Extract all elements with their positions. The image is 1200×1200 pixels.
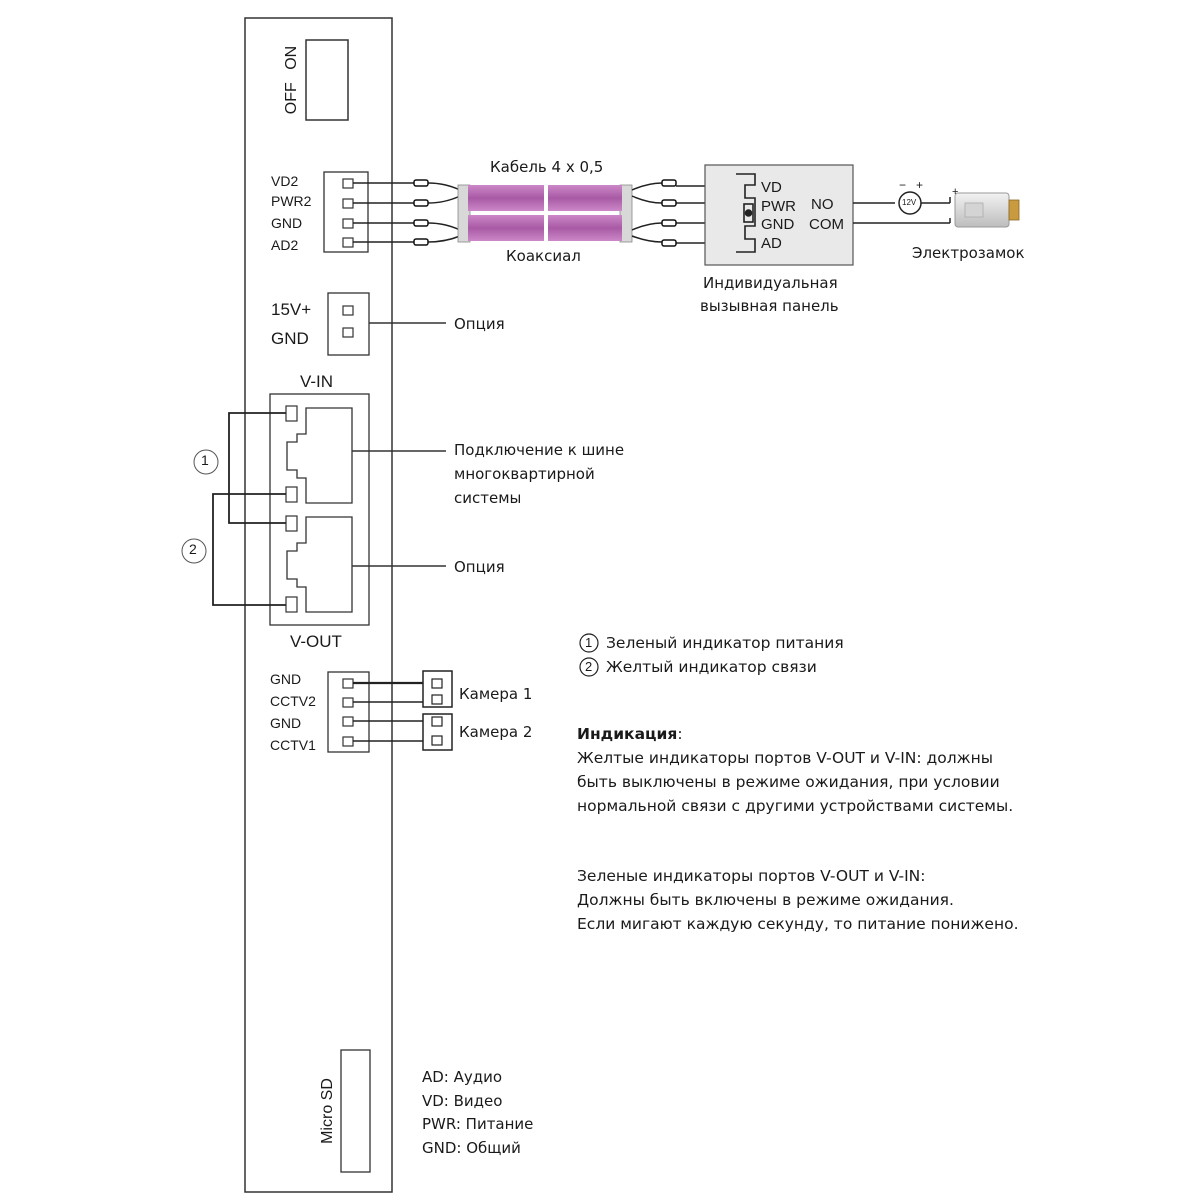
lock-circuit bbox=[853, 191, 951, 224]
bus-desc-1: Подключение к шине bbox=[454, 441, 625, 459]
cctv-label-cctv1: CCTV1 bbox=[270, 737, 316, 753]
power-option-label: Опция bbox=[454, 315, 505, 333]
callout-1-number: 1 bbox=[201, 452, 209, 468]
vin-label: V-IN bbox=[300, 372, 334, 391]
abbr-vd: VD: Видео bbox=[422, 1091, 503, 1110]
call-panel bbox=[704, 164, 854, 266]
lock-plus-label: + bbox=[916, 178, 924, 192]
cctv-label-gnd-1: GND bbox=[270, 671, 302, 687]
bus-option-label: Опция bbox=[454, 558, 505, 576]
abbr-pwr: PWR: Питание bbox=[422, 1115, 534, 1133]
power-switch[interactable] bbox=[305, 39, 349, 121]
switch-off-label: OFF bbox=[283, 82, 300, 115]
indication-block: Индикация: Желтые индикаторы портов V-OU… bbox=[577, 722, 1013, 818]
rj45-ports bbox=[269, 393, 446, 626]
camera-2-label: Камера 2 bbox=[459, 723, 533, 741]
top-port-label-vd2: VD2 bbox=[271, 173, 299, 189]
indication-green-2: Должны быть включены в режиме ожидания. bbox=[577, 891, 954, 909]
abbr-ad: AD: Аудио bbox=[422, 1068, 503, 1086]
panel-caption-2: вызывная панель bbox=[700, 297, 839, 315]
connector-top bbox=[323, 171, 369, 253]
call-panel-terminal-block bbox=[736, 173, 756, 253]
cctv-connector bbox=[327, 671, 370, 753]
panel-pin-pwr: PWR bbox=[761, 198, 796, 215]
power-connector bbox=[327, 292, 446, 356]
abbr-gnd: GND: Общий bbox=[422, 1138, 521, 1157]
power-label-15v: 15V+ bbox=[271, 300, 312, 319]
panel-relay-com: COM bbox=[809, 216, 844, 233]
legend-1-circle bbox=[579, 633, 599, 653]
abbreviations: AD: Аудио VD: Видео PWR: Питание GND: Об… bbox=[422, 1066, 533, 1160]
camera-plugs bbox=[422, 670, 453, 751]
lock-voltage-label: 12V bbox=[902, 198, 917, 207]
indication-green-1: Зеленые индикаторы портов V-OUT и V-IN: bbox=[577, 867, 926, 885]
camera-1-label: Камера 1 bbox=[459, 685, 533, 703]
indication-title-line: Индикация: bbox=[577, 722, 1013, 746]
micro-sd-label: Micro SD bbox=[319, 1078, 336, 1144]
cctv-label-gnd-2: GND bbox=[270, 715, 302, 731]
panel-pin-gnd: GND bbox=[761, 216, 795, 233]
legend-1-number: 1 bbox=[585, 635, 593, 650]
legend-2-number: 2 bbox=[585, 659, 593, 674]
cable-bundle bbox=[457, 183, 633, 243]
cctv-label-cctv2: CCTV2 bbox=[270, 693, 316, 709]
indication-yellow-3: нормальной связи с другими устройствами … bbox=[577, 797, 1014, 815]
power-label-gnd: GND bbox=[271, 329, 309, 348]
lock-pos-label: + bbox=[952, 186, 959, 198]
led-leaders bbox=[212, 412, 286, 606]
wires-left bbox=[353, 182, 461, 243]
legend-1-text: Зеленый индикатор питания bbox=[606, 634, 844, 652]
lock-label: Электрозамок bbox=[912, 244, 1025, 262]
bus-desc-3: системы bbox=[454, 489, 522, 507]
panel-pin-vd: VD bbox=[761, 179, 782, 196]
indication-yellow-2: быть выключены в режиме ожидания, при ус… bbox=[577, 773, 1000, 791]
callout-1-circle bbox=[193, 449, 219, 475]
legend-2-circle bbox=[579, 657, 599, 677]
wire-terminals-left bbox=[413, 179, 429, 246]
coax-label: Коаксиал bbox=[506, 247, 581, 265]
callout-2-circle bbox=[181, 538, 207, 564]
indication-title: Индикация bbox=[577, 725, 678, 743]
callout-2-number: 2 bbox=[189, 541, 197, 557]
panel-caption-1: Индивидуальная bbox=[703, 274, 838, 292]
lock-minus-label: − bbox=[899, 178, 907, 192]
indication-title-colon: : bbox=[677, 725, 683, 743]
cctv-wires bbox=[353, 681, 423, 742]
micro-sd-slot[interactable] bbox=[340, 1049, 371, 1173]
panel-pin-ad: AD bbox=[761, 235, 782, 252]
bus-desc-2: многоквартирной bbox=[454, 465, 595, 483]
switch-labels: OFF ON bbox=[282, 40, 302, 120]
switch-on-label: ON bbox=[283, 45, 300, 70]
top-port-label-gnd: GND bbox=[271, 215, 303, 231]
vout-label: V-OUT bbox=[290, 632, 342, 651]
indication-green-block: Зеленые индикаторы портов V-OUT и V-IN: … bbox=[577, 864, 1019, 936]
indication-green-3: Если мигают каждую секунду, то питание п… bbox=[577, 915, 1019, 933]
top-port-label-pwr2: PWR2 bbox=[271, 193, 312, 209]
panel-relay-no: NO bbox=[811, 196, 834, 213]
indication-yellow-1: Желтые индикаторы портов V-OUT и V-IN: д… bbox=[577, 749, 993, 767]
legend-2-text: Желтый индикатор связи bbox=[606, 658, 817, 676]
top-port-label-ad2: AD2 bbox=[271, 237, 299, 253]
wire-terminals-right bbox=[661, 179, 677, 247]
electric-lock bbox=[954, 192, 1020, 228]
cable-label: Кабель 4 x 0,5 bbox=[490, 158, 604, 176]
